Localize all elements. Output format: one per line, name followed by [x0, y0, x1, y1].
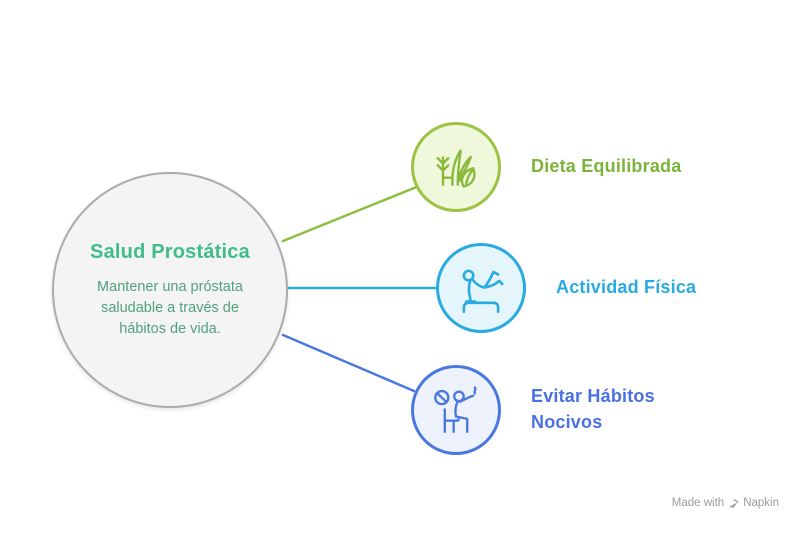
label-dieta-equilibrada: Dieta Equilibrada	[531, 156, 682, 176]
central-node-content: Salud Prostática Mantener una próstata s…	[82, 241, 258, 340]
central-node: Salud Prostática Mantener una próstata s…	[52, 172, 288, 408]
plant-leaf-icon	[436, 149, 476, 188]
watermark-prefix: Made with	[671, 497, 725, 509]
watermark-brand: Napkin	[743, 497, 779, 509]
central-description: Mantener una próstata saludable a través…	[97, 278, 243, 337]
made-with-napkin-link[interactable]: Made with Napkin	[672, 497, 779, 509]
node-actividad-fisica	[436, 243, 526, 333]
connector-evitar	[281, 333, 416, 393]
connector-dieta	[281, 184, 421, 243]
label-evitar-habitos: Evitar Hábitos Nocivos	[531, 386, 655, 432]
node-dieta-equilibrada	[411, 122, 501, 212]
node-evitar-habitos	[411, 365, 501, 455]
central-title: Salud Prostática	[90, 240, 250, 263]
label-actividad-fisica: Actividad Física	[556, 277, 697, 297]
no-smoking-icon	[434, 386, 477, 434]
gymnast-icon	[462, 269, 504, 313]
napkin-pen-icon	[729, 498, 739, 508]
